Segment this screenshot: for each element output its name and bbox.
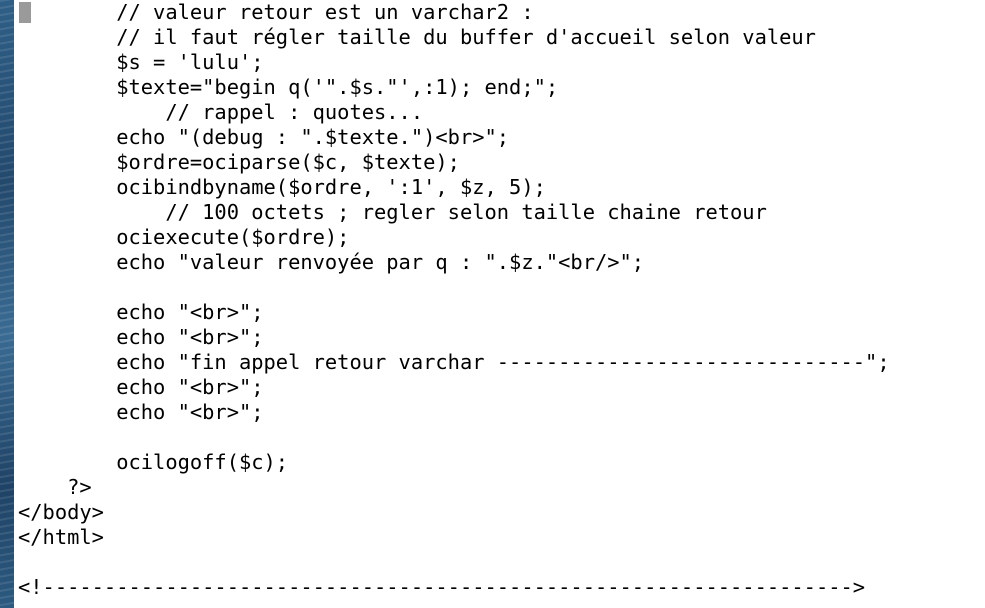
code-line-16[interactable]: echo "<br>";: [18, 375, 264, 399]
code-line-13[interactable]: echo "<br>";: [18, 300, 264, 324]
desktop-background-strip: [0, 0, 14, 608]
code-line-9[interactable]: // 100 octets ; regler selon taille chai…: [18, 200, 767, 224]
code-line-12[interactable]: [18, 275, 890, 300]
code-line-20[interactable]: ?>: [18, 475, 92, 499]
code-line-14[interactable]: echo "<br>";: [18, 325, 264, 349]
code-line-24[interactable]: <!--------------------------------------…: [18, 575, 866, 599]
code-line-7[interactable]: $ordre=ociparse($c, $texte);: [18, 150, 460, 174]
code-line-17[interactable]: echo "<br>";: [18, 400, 264, 424]
code-line-21[interactable]: </body>: [18, 500, 104, 524]
code-line-22[interactable]: </html>: [18, 525, 104, 549]
code-line-18[interactable]: [18, 425, 890, 450]
code-line-15[interactable]: echo "fin appel retour varchar ---------…: [18, 350, 890, 374]
code-line-23[interactable]: [18, 550, 890, 575]
code-line-11[interactable]: echo "valeur renvoyée par q : ".$z."<br/…: [18, 250, 645, 274]
code-line-10[interactable]: ociexecute($ordre);: [18, 225, 350, 249]
code-line-4[interactable]: $texte="begin q('".$s."',:1); end;";: [18, 75, 559, 99]
code-line-3[interactable]: $s = 'lulu';: [18, 50, 264, 74]
code-line-1[interactable]: // valeur retour est un varchar2 :: [18, 0, 534, 24]
code-view[interactable]: // valeur retour est un varchar2 : // il…: [18, 0, 890, 600]
code-line-2[interactable]: // il faut régler taille du buffer d'acc…: [18, 25, 816, 49]
code-line-6[interactable]: echo "(debug : ".$texte.")<br>";: [18, 125, 510, 149]
code-line-19[interactable]: ocilogoff($c);: [18, 450, 289, 474]
code-line-5[interactable]: // rappel : quotes...: [18, 100, 424, 124]
code-line-8[interactable]: ocibindbyname($ordre, ':1', $z, 5);: [18, 175, 546, 199]
text-editor-window[interactable]: // valeur retour est un varchar2 : // il…: [14, 0, 985, 608]
text-cursor: [19, 2, 31, 23]
